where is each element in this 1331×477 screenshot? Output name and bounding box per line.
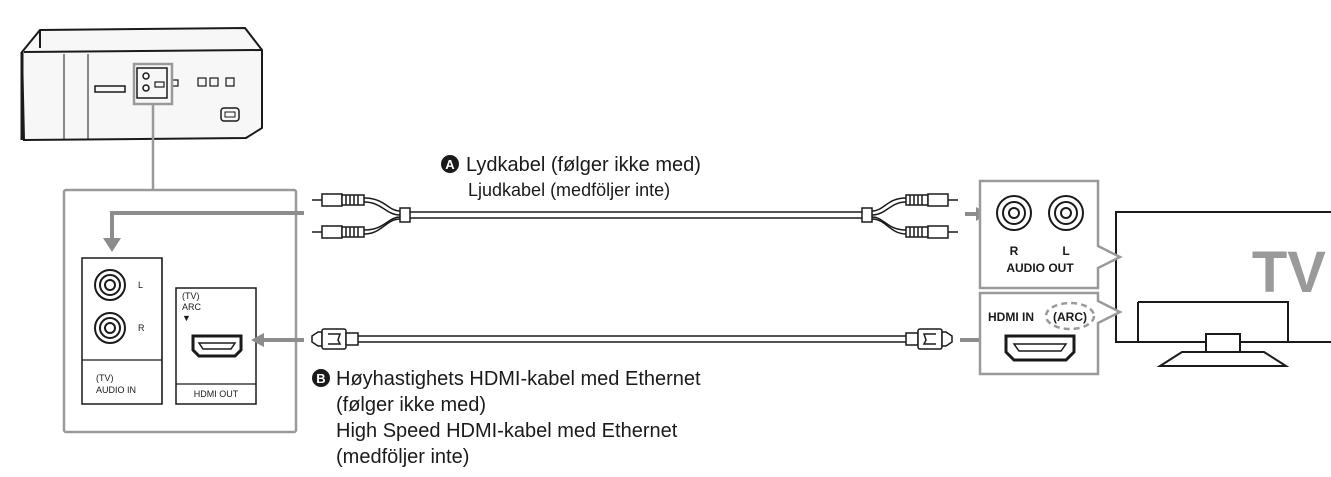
tv-illustration	[1115, 211, 1331, 367]
hdmi-cable	[311, 328, 953, 350]
tv-hdmi-in-port	[1004, 334, 1076, 362]
arc-label-2: ARC	[182, 302, 202, 312]
jack-label-l: L	[138, 280, 143, 290]
jack-label-r: R	[138, 323, 145, 333]
audio-in-label-1: (TV)	[96, 373, 114, 383]
hdmi-out-port	[191, 334, 243, 358]
audio-in-label-2: AUDIO IN	[96, 385, 136, 395]
tv-jack-label-r: R	[1010, 244, 1019, 258]
hdmi-out-arrow	[251, 333, 304, 347]
hdmi-out-label: HDMI OUT	[194, 389, 239, 399]
cable-a-label-sv: Ljudkabel (medföljer inte)	[468, 180, 670, 200]
arc-highlight	[1044, 301, 1096, 331]
audio-in-arrow	[103, 211, 304, 252]
tv-hdmi-panel	[978, 291, 1123, 376]
audio-cable	[312, 193, 958, 239]
arc-label-1: (TV)	[182, 291, 200, 301]
cable-b-label-no-1: Høyhastighets HDMI-kabel med Ethernet	[336, 368, 701, 390]
hdmi-out-block	[175, 287, 257, 405]
tv-audio-out-label: AUDIO OUT	[1006, 261, 1074, 275]
tv-hdmi-in-label: HDMI IN	[988, 310, 1034, 324]
badge-a-letter: A	[445, 157, 455, 172]
cable-b-label-sv-2: (medföljer inte)	[336, 446, 469, 468]
cable-b-label-sv-1: High Speed HDMI-kabel med Ethernet	[336, 420, 678, 442]
arc-arrow: ▼	[182, 313, 191, 323]
cable-a-label-no: Lydkabel (følger ikke med)	[466, 154, 701, 176]
device-illustration	[20, 26, 263, 142]
tv-arc-label: (ARC)	[1053, 310, 1087, 324]
tv-label: TV	[1252, 240, 1326, 305]
audio-in-block	[81, 257, 163, 405]
tv-rca-jack-r	[996, 195, 1032, 231]
tv-jack-label-l: L	[1062, 244, 1069, 258]
tv-rca-jack-l	[1048, 195, 1084, 231]
badge-a	[441, 155, 459, 173]
badge-b	[312, 369, 330, 387]
cable-b-label-no-2: (følger ikke med)	[336, 394, 486, 416]
rca-jack-l	[94, 269, 126, 301]
badge-b-letter: B	[316, 371, 325, 386]
rca-jack-r	[94, 312, 126, 344]
